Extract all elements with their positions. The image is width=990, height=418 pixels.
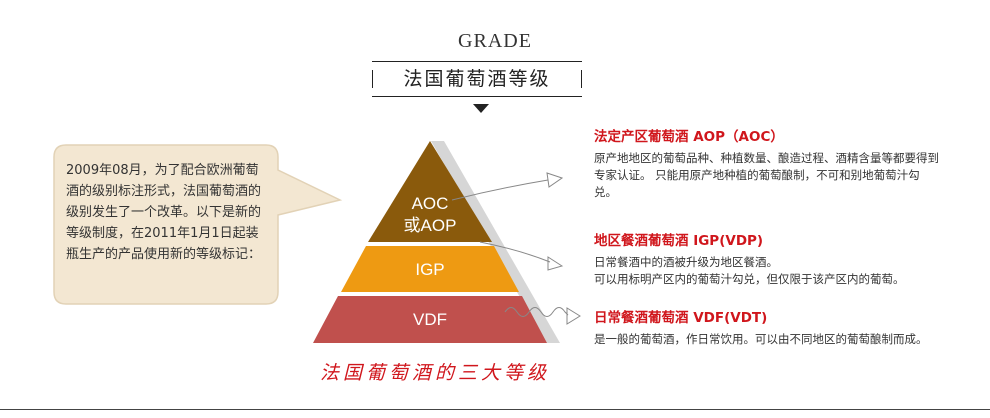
title-box-left-bar bbox=[372, 70, 373, 88]
title-box-right-bar bbox=[581, 70, 582, 88]
grade-heading: GRADE bbox=[458, 30, 532, 52]
page-title: 法国葡萄酒等级 bbox=[403, 68, 551, 90]
connector-vdf bbox=[504, 307, 569, 317]
pyramid-shadow bbox=[431, 141, 560, 343]
down-arrow-icon bbox=[473, 104, 489, 113]
tier-label-igp: IGP bbox=[415, 260, 445, 279]
desc-vdf-title: 日常餐酒葡萄酒 VDF(VDT) bbox=[594, 310, 768, 326]
connector-igp bbox=[479, 241, 551, 263]
tier-label-aoc-line1: AOC bbox=[411, 194, 449, 213]
desc-aop-body: 原产地地区的葡萄品种、种植数量、酿造过程、酒精含量等都要得到专家认证。 只能用原… bbox=[594, 151, 939, 199]
desc-igp-body: 日常餐酒中的酒被升级为地区餐酒。 可以用标明产区内的葡萄汁勾兑，但仅限于该产区内… bbox=[594, 254, 954, 288]
desc-vdf-body: 是一般的葡萄酒，作日常饮用。可以由不同地区的葡萄酿制而成。 bbox=[594, 332, 928, 346]
desc-aop-title: 法定产区葡萄酒 AOP（AOC） bbox=[594, 129, 784, 145]
speech-bubble bbox=[53, 144, 343, 305]
desc-aop: 法定产区葡萄酒 AOP（AOC） 原产地地区的葡萄品种、种植数量、酿造过程、酒精… bbox=[594, 128, 954, 201]
tier-label-vdf: VDF bbox=[413, 310, 447, 329]
connector-aoc bbox=[451, 179, 549, 201]
title-box: 法国葡萄酒等级 bbox=[372, 61, 582, 97]
tier-label-aoc: AOC 或AOP bbox=[380, 193, 480, 237]
desc-igp-title: 地区餐酒葡萄酒 IGP(VDP) bbox=[594, 233, 764, 249]
connector-igp-arrowhead bbox=[547, 256, 564, 271]
pyramid-tier-igp bbox=[341, 246, 519, 292]
bubble-text: 2009年08月，为了配合欧洲葡萄酒的级别标注形式，法国葡萄酒的级别发生了一个改… bbox=[66, 163, 262, 262]
desc-igp: 地区餐酒葡萄酒 IGP(VDP) 日常餐酒中的酒被升级为地区餐酒。 可以用标明产… bbox=[594, 232, 954, 288]
desc-igp-body-line1: 日常餐酒中的酒被升级为地区餐酒。 bbox=[594, 255, 778, 269]
desc-igp-body-line2: 可以用标明产区内的葡萄汁勾兑，但仅限于该产区内的葡萄。 bbox=[594, 272, 905, 286]
pyramid-caption: 法国葡萄酒的三大等级 bbox=[319, 362, 550, 384]
connector-vdf-arrowhead bbox=[566, 307, 581, 325]
bottom-divider bbox=[0, 409, 990, 410]
desc-vdf: 日常餐酒葡萄酒 VDF(VDT) 是一般的葡萄酒，作日常饮用。可以由不同地区的葡… bbox=[594, 309, 954, 348]
pyramid-tier-vdf bbox=[313, 296, 547, 343]
tier-label-aoc-line2: 或AOP bbox=[403, 216, 457, 235]
pyramid-tier-aoc bbox=[368, 141, 492, 242]
connector-aoc-arrowhead bbox=[546, 172, 564, 188]
